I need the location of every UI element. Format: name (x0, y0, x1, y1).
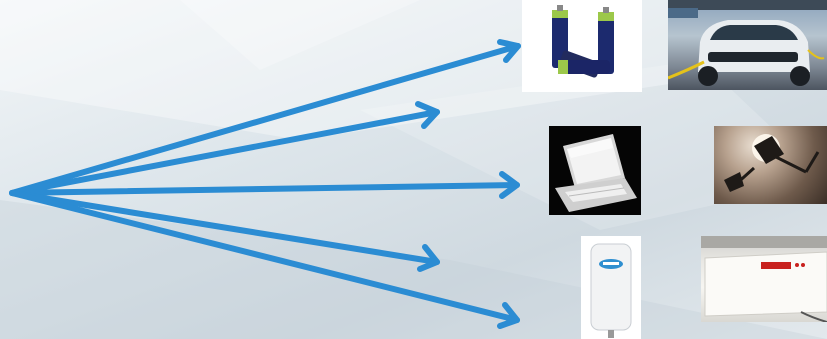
arrow-5 (9, 190, 520, 329)
laptop-icon (555, 134, 637, 212)
radiator-icon (701, 236, 827, 322)
batteries-icon (552, 5, 614, 78)
arrow-2 (9, 101, 440, 196)
laptop-image (549, 126, 641, 215)
lamp-image (714, 126, 827, 204)
electric-car-image (668, 0, 827, 90)
radiator-image (701, 236, 827, 322)
arrow-1 (9, 39, 521, 196)
water-heater-icon (590, 243, 632, 338)
electric-car-icon (668, 0, 827, 86)
water-heater-image (581, 236, 641, 339)
batteries-image (522, 0, 642, 92)
lamp-icon (724, 134, 820, 192)
arrow-4 (9, 190, 440, 272)
arrow-3 (9, 171, 520, 199)
